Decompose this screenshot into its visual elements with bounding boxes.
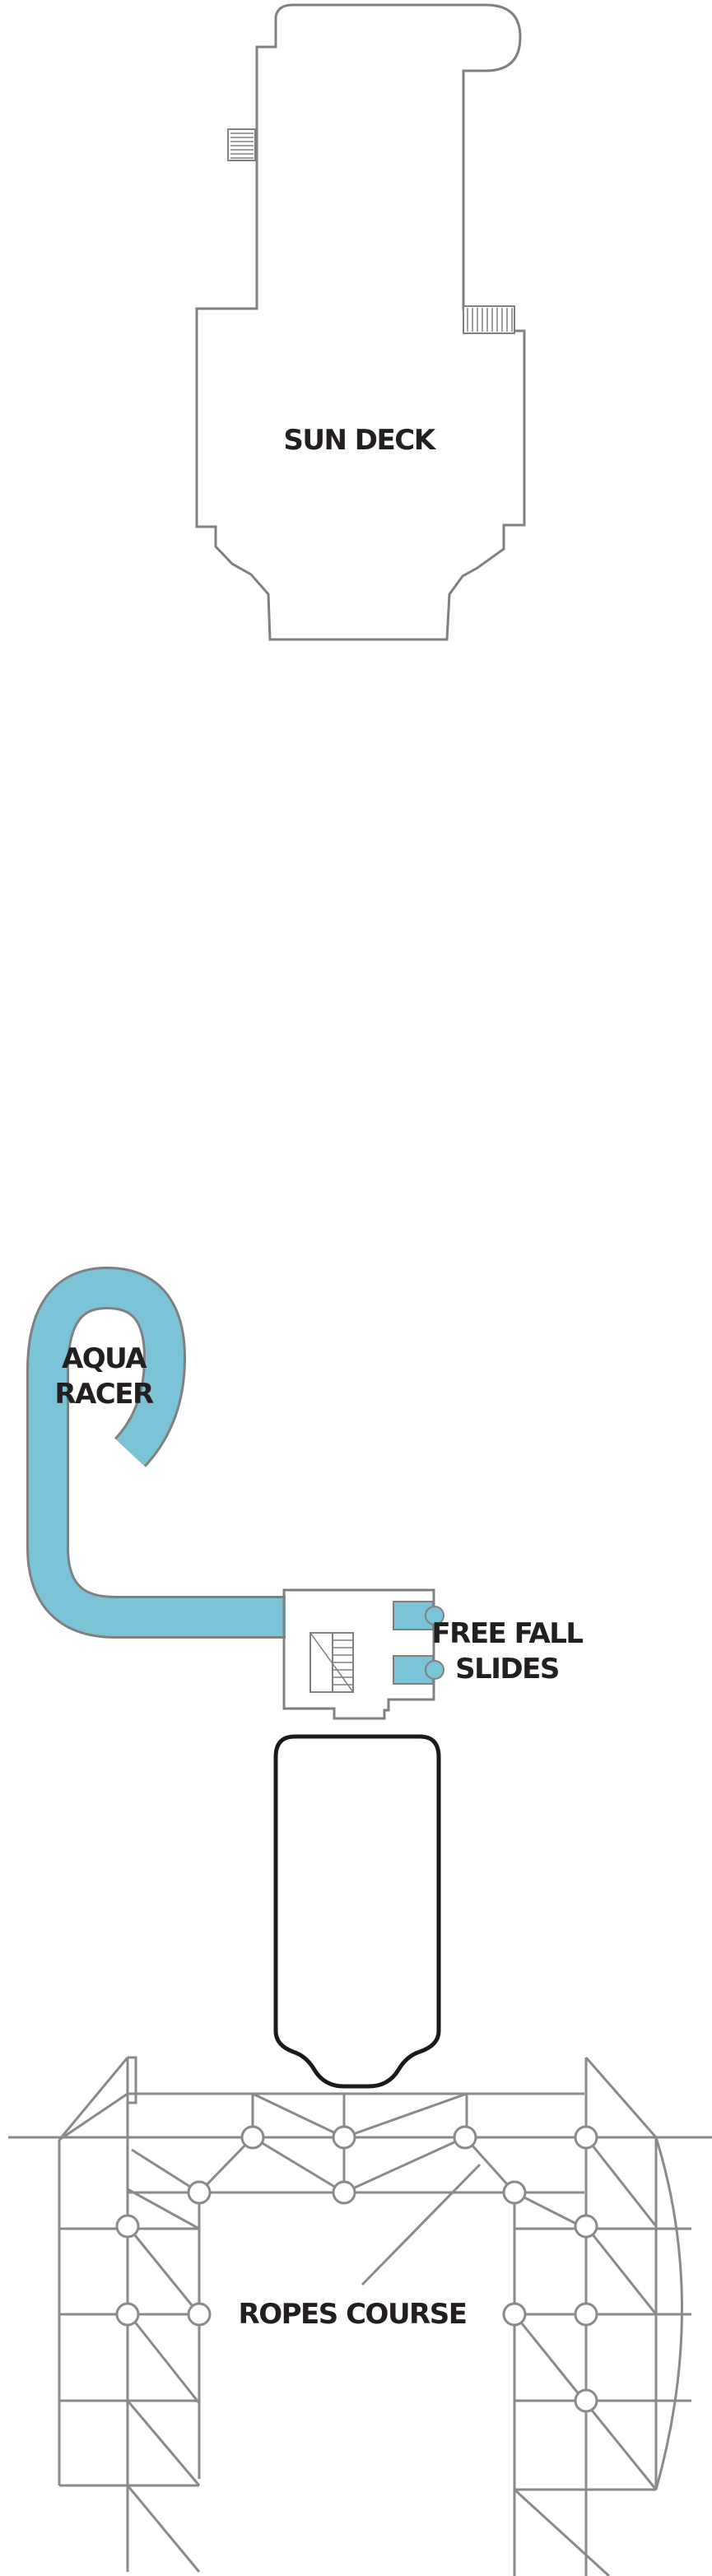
pool[interactable] [273,1734,441,2089]
ropes-course-nodes [115,2125,598,2413]
free-fall-label-line2: SLIDES [455,1653,559,1686]
aqua-racer-label-line1: AQUA [62,1342,147,1375]
slide-end-upper [425,1606,444,1625]
free-fall-label-line1: FREE FALL [431,1617,583,1650]
free-fall-slides-area[interactable]: FREE FALL SLIDES [282,1588,584,1720]
slide-end-lower [425,1660,444,1680]
free-fall-slide-upper [393,1601,434,1630]
ropes-course-pointer [361,2163,482,2286]
ropes-course-label: ROPES COURSE [239,2298,467,2331]
stairs-icon [309,1632,354,1693]
aqua-racer-label-line2: RACER [54,1378,154,1411]
aqua-racer-slide[interactable]: AQUA RACER [26,1267,286,1639]
ropes-course-right-frame [513,2057,691,2576]
aqua-racer-water [29,1269,286,1636]
sun-deck-outline [195,3,526,641]
ropes-course-area[interactable]: ROPES COURSE [8,2056,712,2576]
stairs-icon [227,128,256,161]
sun-deck-label: SUN DECK [283,424,436,457]
sun-deck-area[interactable]: SUN DECK [195,3,526,641]
stairs-icon [463,305,515,334]
pool-outline [273,1734,441,2089]
ropes-course-beams [8,2092,712,2194]
